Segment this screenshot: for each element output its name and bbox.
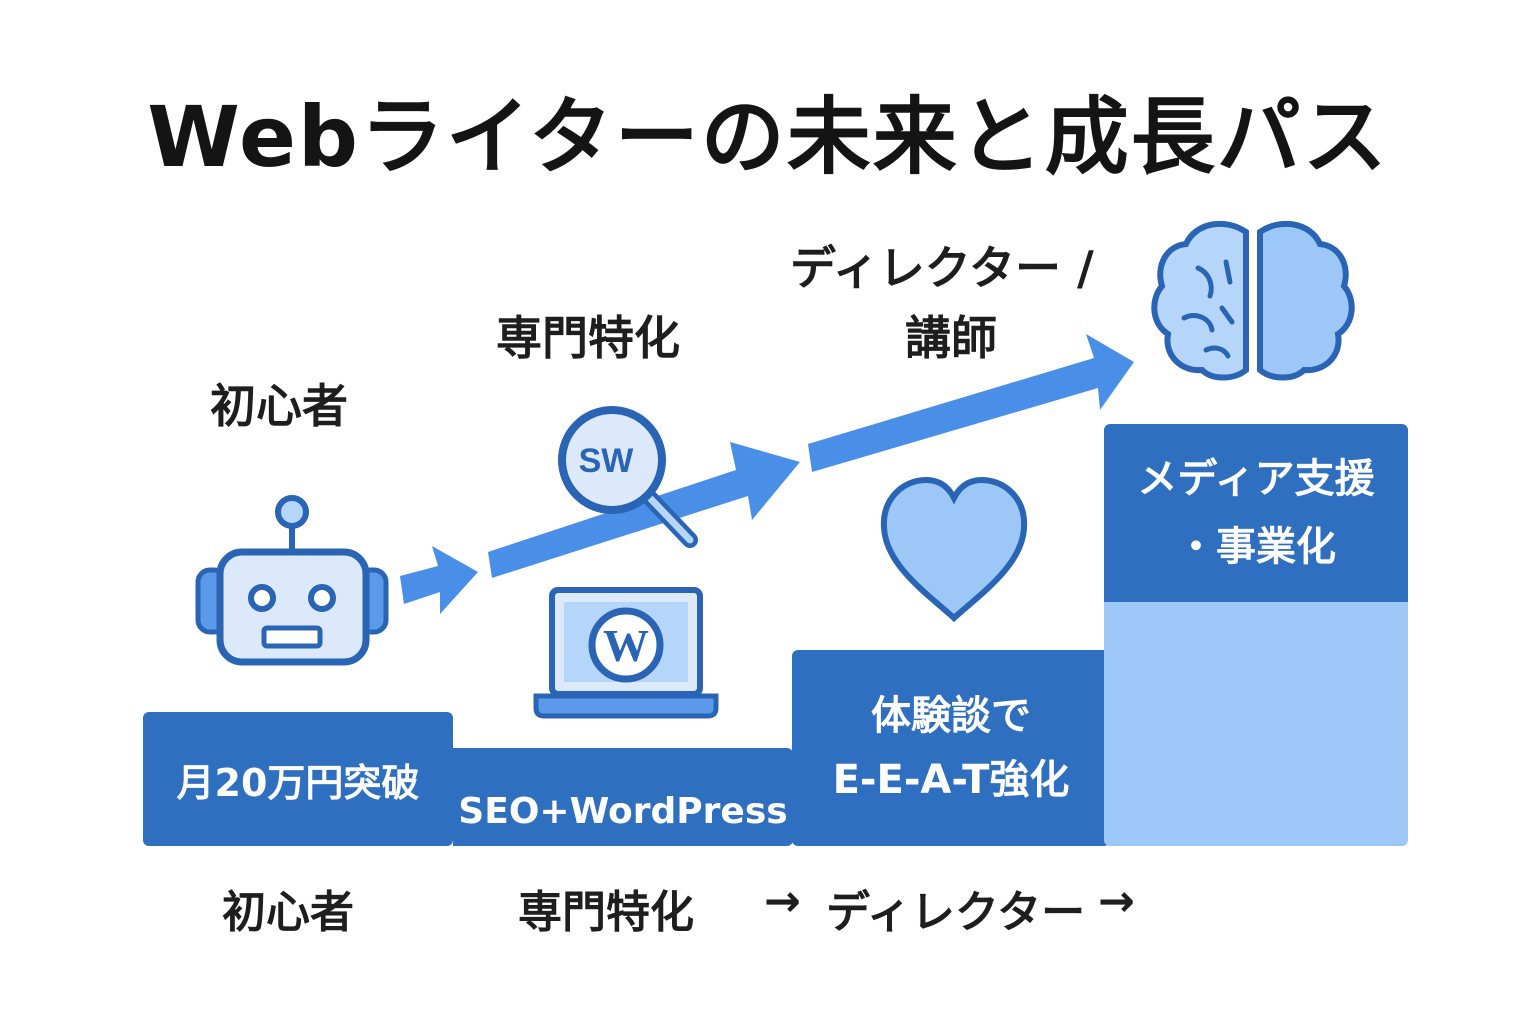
step-block-eeat-line1: 体験談で <box>871 693 1031 739</box>
bottom-label-beginner: 初心者 <box>222 887 354 938</box>
bottom-arrow-1: → <box>764 876 801 927</box>
step-block-eeat-line2: E-E-A-T強化 <box>832 757 1070 803</box>
step-block-business-line2: ・事業化 <box>1176 524 1336 570</box>
stage-label-lecturer: 講師 <box>905 311 997 365</box>
step-block-business-header: メディア支援 ・事業化 <box>1104 424 1408 602</box>
step-block-business-line1: メディア支援 <box>1137 456 1375 502</box>
laptop-wordpress-icon: W <box>533 587 719 719</box>
step-block-income: 月20万円突破 <box>143 712 453 846</box>
bottom-label-specialist: 専門特化 <box>518 887 694 938</box>
brain-icon <box>1151 221 1355 381</box>
step-block-business: メディア支援 ・事業化 <box>1104 424 1408 846</box>
stage-label-director: ディレクター / <box>790 241 1094 295</box>
growth-arrow-3 <box>808 334 1134 472</box>
magnifier-text: SW <box>579 442 635 480</box>
step-block-income-label: 月20万円突破 <box>176 760 420 805</box>
stage-label-specialist: 専門特化 <box>496 311 680 365</box>
robot-icon <box>195 495 389 666</box>
step-block-seo-label: SEO+WordPress <box>458 791 788 832</box>
bottom-arrow-2: → <box>1098 876 1135 927</box>
heart-icon <box>880 476 1028 623</box>
growth-arrow-1 <box>400 546 478 614</box>
step-block-eeat: 体験談で E-E-A-T強化 <box>792 650 1110 846</box>
stage-label-beginner: 初心者 <box>210 379 348 433</box>
bottom-label-director: ディレクター <box>826 887 1086 938</box>
magnifier-seo-icon: SW <box>558 406 698 548</box>
growth-arrow-2 <box>488 442 800 578</box>
page-title: Webライターの未来と成長パス <box>147 88 1389 186</box>
svg-text:W: W <box>603 620 649 671</box>
step-block-seo: SEO+WordPress <box>453 748 793 846</box>
